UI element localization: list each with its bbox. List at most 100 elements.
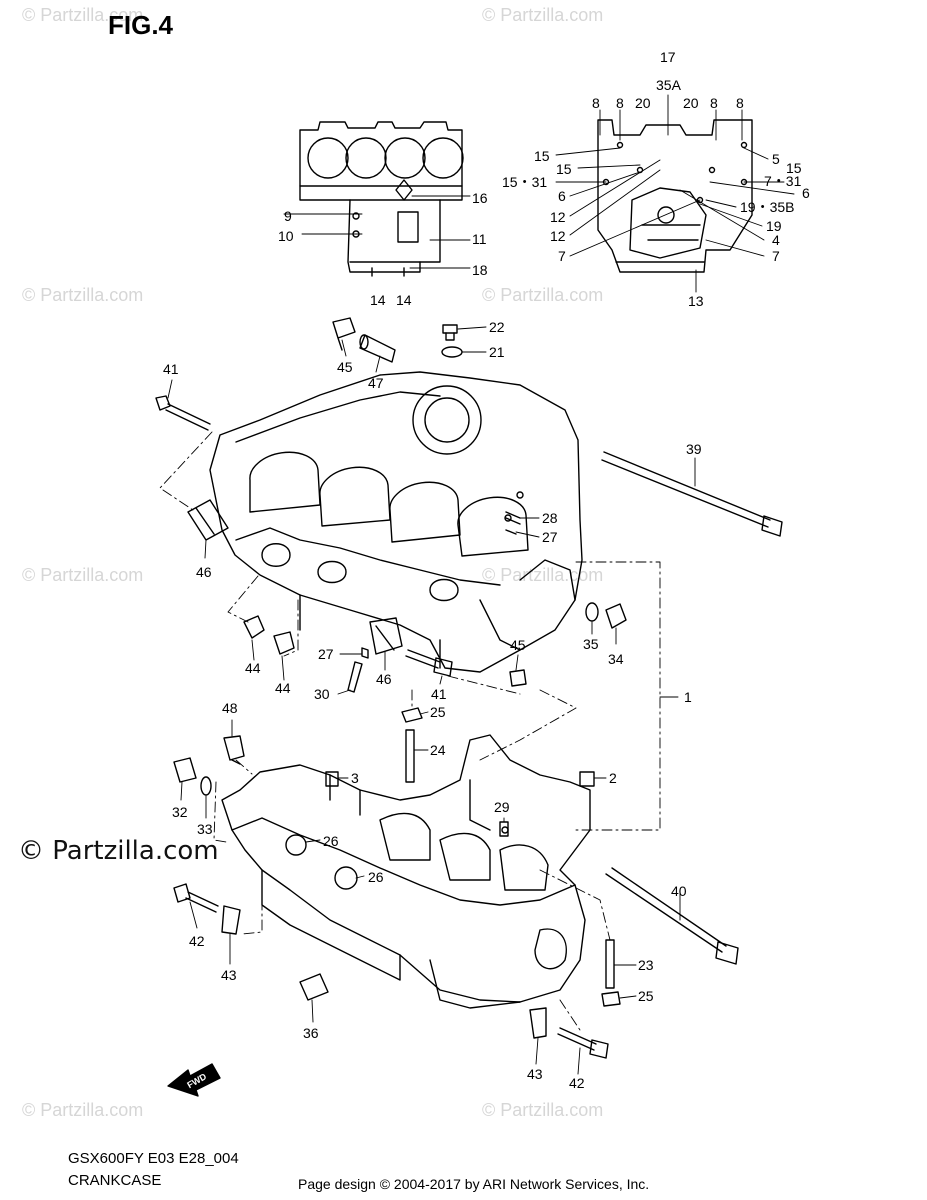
- callout-29: 29: [494, 799, 510, 815]
- brand-watermark: © Partzilla.com: [18, 836, 219, 866]
- callout-40: 40: [671, 883, 687, 899]
- callout-27: 27: [318, 646, 334, 662]
- lower-crankcase: [221, 734, 591, 1009]
- callout-28: 28: [542, 510, 558, 526]
- callout-7: 7: [772, 248, 780, 264]
- cap-44: [273, 631, 295, 655]
- callout-18: 18: [472, 262, 488, 278]
- callout-46: 46: [196, 564, 212, 580]
- drain-plug-22: [442, 324, 458, 341]
- callout-21: 21: [489, 344, 505, 360]
- model-code: GSX600FY E03 E28_004: [68, 1150, 239, 1167]
- callout-15: 15: [534, 148, 550, 164]
- bracket-43: [221, 905, 241, 935]
- callout-8: 8: [616, 95, 624, 111]
- callout-1: 1: [684, 689, 692, 705]
- callout-15-31: 15・31: [502, 174, 547, 190]
- upper-crankcase: [209, 371, 583, 673]
- callout-43: 43: [221, 967, 237, 983]
- leader-lines: [167, 94, 795, 1075]
- bolt-42: [557, 1027, 597, 1051]
- bolt-41-head: [433, 657, 453, 677]
- callout-36: 36: [303, 1025, 319, 1041]
- callout-labels: 17 35A 8 8 20 20 8 8 15 15 15・31 6 12 12…: [163, 49, 810, 1091]
- callout-19-35B: 19・35B: [740, 199, 794, 215]
- callout-6: 6: [558, 188, 566, 204]
- callout-41: 41: [163, 361, 179, 377]
- callout-39: 39: [686, 441, 702, 457]
- nut-25: [401, 707, 423, 723]
- callout-3: 3: [351, 770, 359, 786]
- callout-15: 15: [786, 160, 802, 176]
- inset-upper-case-top-view: [299, 121, 464, 277]
- callout-8: 8: [592, 95, 600, 111]
- callout-44: 44: [275, 680, 291, 696]
- callout-13: 13: [688, 293, 704, 309]
- callout-10: 10: [278, 228, 294, 244]
- callout-41: 41: [431, 686, 447, 702]
- callout-14: 14: [370, 292, 386, 308]
- callout-12: 12: [550, 209, 566, 225]
- bolt-41: [405, 649, 441, 669]
- callout-47: 47: [368, 375, 384, 391]
- callout-2: 2: [609, 770, 617, 786]
- callout-30: 30: [314, 686, 330, 702]
- washer-35: [585, 602, 599, 622]
- watermark: © Partzilla.com: [482, 5, 604, 25]
- section-caption: CRANKCASE: [68, 1172, 162, 1189]
- plug-32: [173, 757, 197, 783]
- callout-19: 19: [766, 218, 782, 234]
- page-credit: Page design © 2004-2017 by ARI Network S…: [298, 1176, 650, 1192]
- fitting-36: [299, 973, 329, 1001]
- assembly-lines: [159, 431, 661, 1031]
- watermark: © Partzilla.com: [22, 285, 144, 305]
- bolt-41: [155, 395, 211, 431]
- callout-43: 43: [527, 1066, 543, 1082]
- callout-25: 25: [638, 988, 654, 1004]
- callout-15: 15: [556, 161, 572, 177]
- washer-21: [441, 346, 463, 358]
- cap-45: [509, 669, 527, 687]
- bracket-43: [529, 1007, 547, 1039]
- callout-23: 23: [638, 957, 654, 973]
- callout-25: 25: [430, 704, 446, 720]
- callout-20: 20: [635, 95, 651, 111]
- nut-25: [601, 991, 621, 1007]
- cap-45: [332, 317, 356, 351]
- callout-16: 16: [472, 190, 488, 206]
- callout-35A: 35A: [656, 77, 682, 93]
- pin-29: [499, 821, 509, 837]
- washer-33: [200, 776, 212, 796]
- callout-4: 4: [772, 232, 780, 248]
- long-bolt-39: [601, 451, 771, 528]
- callout-42: 42: [569, 1075, 585, 1091]
- callout-44: 44: [245, 660, 261, 676]
- callout-5: 5: [772, 151, 780, 167]
- watermark: © Partzilla.com: [482, 565, 604, 585]
- long-bolt-40-head: [715, 941, 739, 965]
- watermark: © Partzilla.com: [22, 5, 144, 25]
- callout-14: 14: [396, 292, 412, 308]
- callout-34: 34: [608, 651, 624, 667]
- callout-22: 22: [489, 319, 505, 335]
- inset-lower-case-bottom-view: [597, 119, 753, 273]
- pin-27: [505, 529, 517, 535]
- callout-6: 6: [802, 185, 810, 201]
- watermark: © Partzilla.com: [22, 565, 144, 585]
- callout-24: 24: [430, 742, 446, 758]
- pin-28: [505, 511, 521, 525]
- callout-26: 26: [323, 833, 339, 849]
- bearing-46: [187, 499, 229, 541]
- dowel-3: [325, 771, 339, 787]
- callout-27: 27: [542, 529, 558, 545]
- pipe-47: [359, 334, 396, 363]
- callout-9: 9: [284, 208, 292, 224]
- callout-8: 8: [710, 95, 718, 111]
- callout-20: 20: [683, 95, 699, 111]
- pin-27: [361, 647, 369, 659]
- figure-title: FIG.4: [108, 10, 174, 40]
- callout-32: 32: [172, 804, 188, 820]
- callout-42: 42: [189, 933, 205, 949]
- dowel-2: [579, 771, 595, 787]
